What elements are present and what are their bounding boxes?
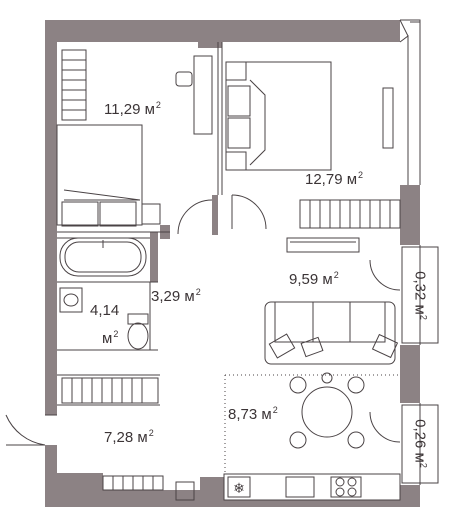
area-bathroom-line1: 4,14 (90, 303, 119, 318)
room-lines (57, 19, 439, 485)
bathroom-fixtures (59, 237, 149, 350)
area-value: 8,73 (228, 406, 258, 423)
area-hall: 9,59 м2 (289, 270, 339, 288)
closets (61, 49, 401, 491)
area-unit: м (102, 330, 113, 347)
area-unit-power: 2 (358, 170, 364, 180)
area-unit-power: 2 (418, 462, 429, 468)
area-value: 0,26 (411, 419, 429, 449)
area-balcony-bottom: 0,26 м2 (411, 406, 429, 482)
area-unit: м (346, 171, 358, 188)
area-unit-power: 2 (113, 329, 119, 339)
area-value: 7,28 (104, 429, 134, 446)
area-corridor: 3,29 м2 (151, 287, 201, 305)
area-value: 4,14 (90, 302, 120, 319)
area-unit-power: 2 (333, 270, 339, 280)
area-value: 0,32 (411, 271, 429, 301)
kitchen-furniture (175, 372, 401, 501)
area-unit-power: 2 (148, 428, 154, 438)
area-unit: м (322, 271, 333, 288)
area-unit: м (261, 406, 272, 423)
area-unit-power: 2 (418, 314, 429, 320)
area-unit-power: 2 (272, 405, 278, 415)
area-value: 9,59 (289, 271, 319, 288)
left-bedroom-furniture (56, 55, 213, 227)
walls (45, 20, 420, 507)
snowflake-icon: ❄ (233, 481, 245, 497)
area-value: 11,29 (104, 101, 141, 118)
area-unit: м (144, 101, 155, 118)
right-bedroom-furniture (225, 61, 394, 171)
area-value: 12,79 (305, 171, 343, 188)
area-unit: м (137, 429, 148, 446)
hall-furniture (264, 237, 399, 365)
area-entrance: 7,28 м2 (104, 428, 154, 446)
doors (5, 194, 401, 446)
area-bedroom-left: 11,29 м2 (104, 100, 161, 118)
area-value: 3,29 (151, 288, 181, 305)
area-unit: м (411, 304, 429, 315)
area-bathroom-line2: м2 (102, 329, 119, 347)
area-unit: м (411, 452, 429, 463)
area-unit-power: 2 (195, 287, 201, 297)
area-kitchen: 8,73 м2 (228, 405, 278, 423)
area-unit-power: 2 (155, 100, 161, 110)
area-bedroom-right: 12,79 м2 (305, 170, 364, 188)
area-balcony-top: 0,32 м2 (411, 258, 429, 334)
area-unit: м (184, 288, 195, 305)
